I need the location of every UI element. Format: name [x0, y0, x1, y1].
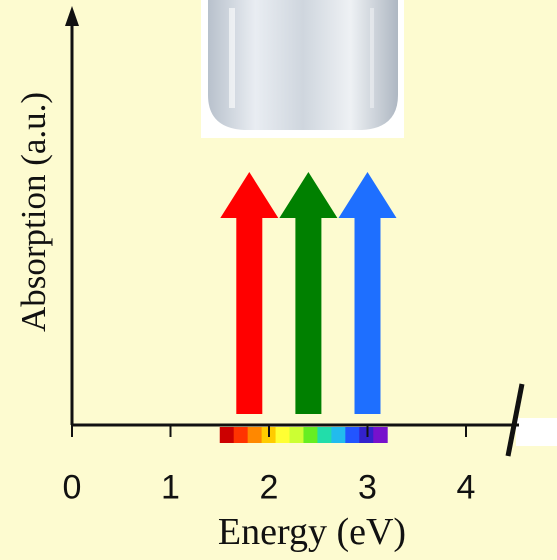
spectrum-segment	[331, 427, 346, 443]
x-tick-label: 4	[456, 468, 476, 507]
x-axis-label: Energy (eV)	[217, 511, 407, 553]
spectrum-segment	[275, 427, 291, 443]
spectrum-segment	[303, 427, 318, 443]
spectrum-segment	[247, 427, 263, 443]
x-tick-label: 2	[259, 468, 279, 507]
y-axis-arrowhead	[65, 6, 79, 26]
spectrum-segment	[373, 427, 388, 443]
axis-break-mark	[505, 383, 525, 457]
spectrum-segment	[289, 427, 304, 443]
photon-arrow	[220, 172, 279, 414]
photon-arrow	[338, 172, 397, 414]
x-tick-label: 0	[62, 468, 82, 507]
vial-image	[201, 0, 404, 138]
x-tick-label: 3	[358, 468, 377, 507]
x-ticks	[71, 425, 467, 437]
y-axis-label: Absorption (a.u.)	[14, 91, 53, 333]
photon-arrows	[220, 172, 397, 414]
spectrum-segment	[345, 427, 360, 443]
axis-break-strip	[516, 418, 557, 446]
spectrum-segment	[233, 427, 249, 443]
photon-arrow	[279, 172, 338, 414]
visible-spectrum-bar	[219, 427, 388, 443]
spectrum-segment	[219, 427, 235, 443]
axes	[65, 6, 525, 457]
spectrum-segment	[317, 427, 332, 443]
x-tick-label: 1	[161, 468, 180, 507]
